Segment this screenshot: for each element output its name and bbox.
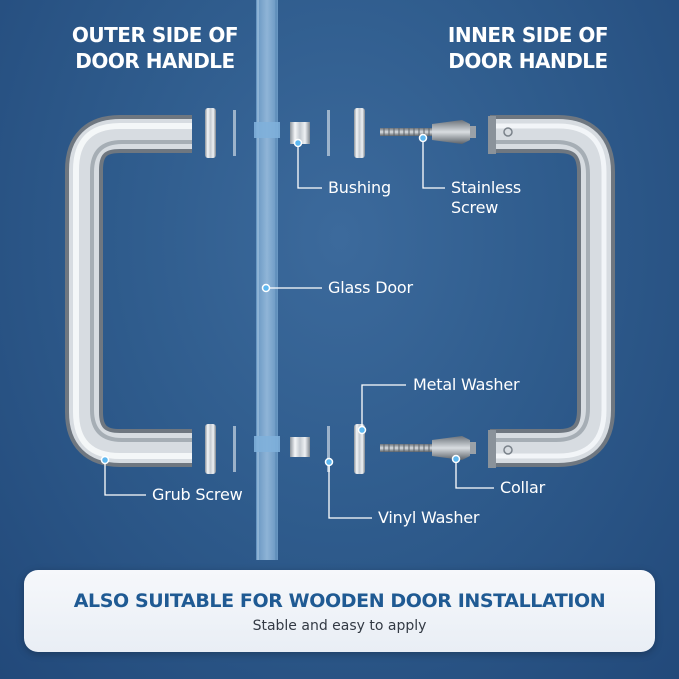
inner-side-heading: INNER SIDE OF DOOR HANDLE bbox=[447, 23, 609, 73]
banner-title: ALSO SUITABLE FOR WOODEN DOOR INSTALLATI… bbox=[73, 590, 606, 612]
label-stainless-screw: Stainless Screw bbox=[451, 178, 521, 217]
label-collar: Collar bbox=[500, 478, 546, 497]
leader-bushing bbox=[297, 143, 322, 189]
outer-vinyl-washers bbox=[233, 110, 236, 472]
label-vinyl-washer: Vinyl Washer bbox=[378, 508, 480, 527]
grub-screw-hole-top bbox=[503, 127, 513, 137]
leader-metal-washer bbox=[361, 384, 406, 430]
dot-metal-washer bbox=[357, 425, 367, 435]
bushings bbox=[290, 122, 310, 457]
outer-handle bbox=[65, 115, 192, 467]
dot-glass-door bbox=[261, 283, 271, 293]
label-metal-washer: Metal Washer bbox=[413, 375, 520, 394]
dot-vinyl-washer bbox=[324, 457, 334, 467]
leader-vinyl-washer bbox=[328, 462, 372, 519]
dot-bushing bbox=[293, 138, 303, 148]
leader-grub-screw bbox=[104, 460, 146, 496]
info-banner: ALSO SUITABLE FOR WOODEN DOOR INSTALLATI… bbox=[24, 570, 655, 652]
leader-lines bbox=[104, 138, 494, 519]
leader-stainless-screw bbox=[422, 138, 445, 189]
inner-metal-washers bbox=[354, 108, 365, 474]
outer-side-heading: OUTER SIDE OF DOOR HANDLE bbox=[71, 23, 239, 73]
dot-stainless-screw bbox=[418, 133, 428, 143]
stainless-screw-bottom bbox=[380, 436, 476, 460]
inner-handle bbox=[488, 115, 615, 468]
dot-collar bbox=[451, 454, 461, 464]
banner-subtitle: Stable and easy to apply bbox=[252, 618, 427, 634]
label-grub-screw: Grub Screw bbox=[152, 485, 243, 504]
label-bushing: Bushing bbox=[328, 178, 391, 197]
inner-vinyl-washers bbox=[327, 110, 330, 472]
outer-metal-washers bbox=[205, 108, 216, 474]
collar-bottom bbox=[432, 436, 470, 460]
glass-door-panel bbox=[254, 0, 280, 560]
exploded-view-diagram bbox=[65, 0, 615, 560]
label-glass-door: Glass Door bbox=[328, 278, 413, 297]
marker-dots bbox=[100, 133, 461, 467]
dot-grub-screw bbox=[100, 455, 110, 465]
leader-collar bbox=[455, 459, 494, 489]
stainless-screw-top bbox=[380, 120, 476, 144]
collar-top bbox=[432, 120, 470, 144]
grub-screw-hole-bottom bbox=[503, 445, 513, 455]
